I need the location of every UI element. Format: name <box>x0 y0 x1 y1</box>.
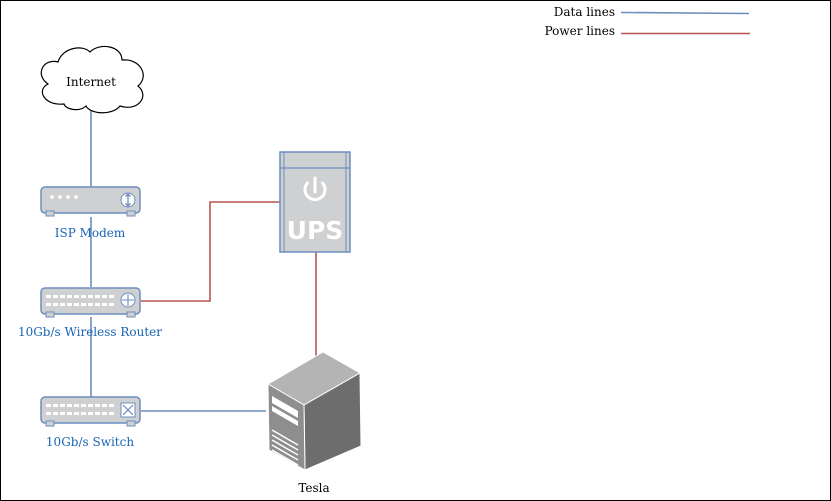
ups-power-icon <box>303 176 327 202</box>
power-connections <box>141 201 317 358</box>
ups-unit: UPS <box>279 151 351 253</box>
modem-icon <box>40 186 141 217</box>
wireless-router: 10Gb/s Wireless Router <box>18 287 162 339</box>
server-tower: Tesla <box>267 351 362 495</box>
server-label: Tesla <box>298 481 329 495</box>
legend-power-label: Power lines <box>545 24 615 38</box>
router-to-ups-power-line <box>141 201 280 302</box>
network-switch: 10Gb/s Switch <box>40 396 141 449</box>
legend-data-label: Data lines <box>554 5 615 19</box>
internet-label: Internet <box>66 75 116 89</box>
ups-label: UPS <box>287 216 344 245</box>
router-icon <box>40 287 141 318</box>
internet-cloud: Internet <box>40 45 144 114</box>
server-tower-icon <box>267 351 362 471</box>
router-label: 10Gb/s Wireless Router <box>18 325 162 339</box>
cloud-icon <box>40 45 144 114</box>
switch-icon <box>40 396 141 427</box>
isp-modem: ISP Modem <box>40 186 141 240</box>
data-connections <box>90 110 266 412</box>
switch-label: 10Gb/s Switch <box>46 435 134 449</box>
modem-label: ISP Modem <box>55 226 126 240</box>
legend: Data lines Power lines <box>545 5 750 38</box>
legend-data-line <box>620 11 750 15</box>
